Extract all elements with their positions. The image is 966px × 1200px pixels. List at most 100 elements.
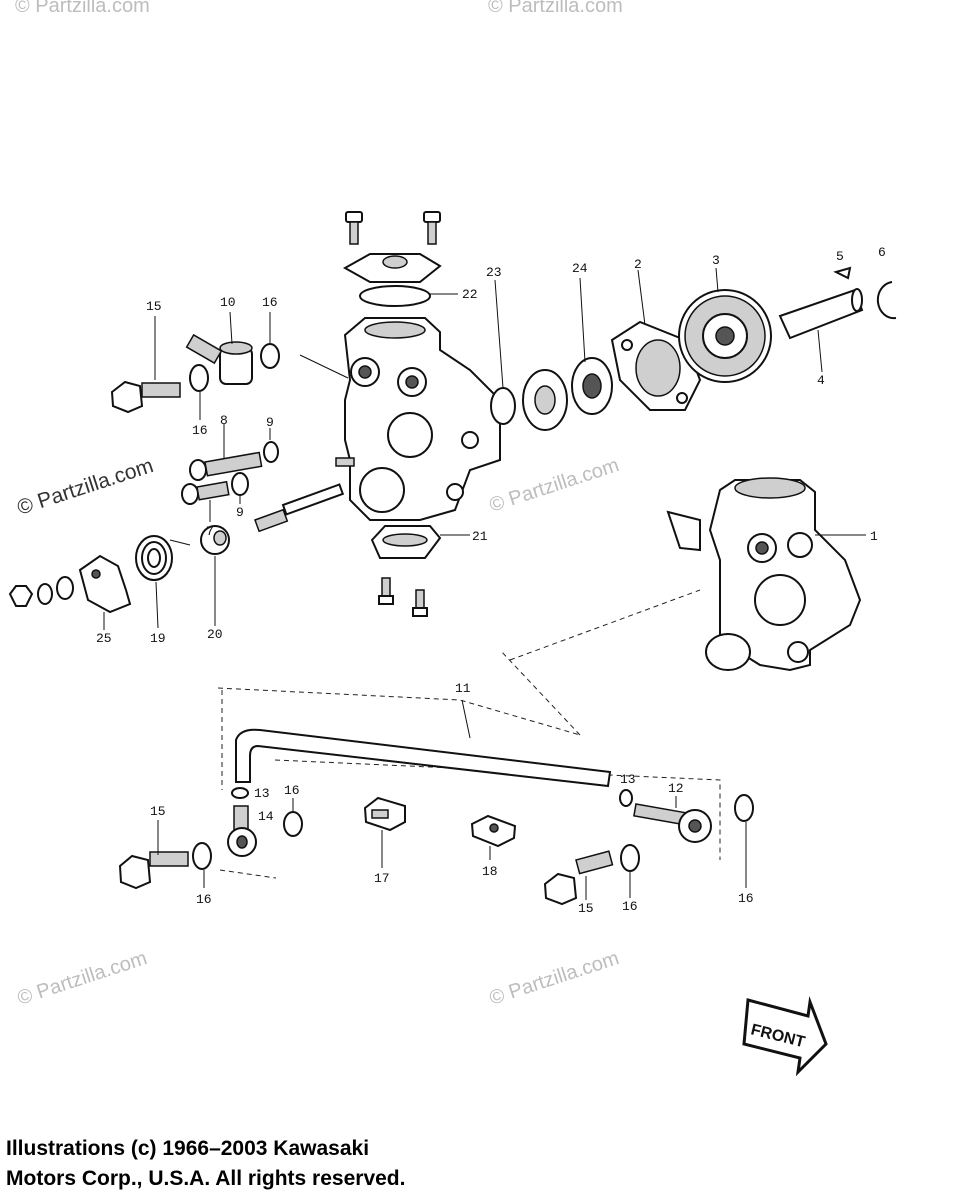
oil-pump-body [335, 317, 501, 521]
callout-3: 3 [712, 253, 720, 268]
callout-20: 20 [207, 627, 223, 642]
copyright-notice: Illustrations (c) 1966–2003 Kawasaki Mot… [6, 1134, 405, 1194]
gasket-plate [610, 320, 702, 411]
circlip [876, 281, 897, 320]
leader-4 [817, 329, 823, 373]
callout-8: 8 [220, 413, 228, 428]
o-ring-23 [490, 387, 516, 425]
callout-18: 18 [482, 864, 498, 879]
pump-lever [78, 554, 132, 614]
callout-12: 12 [668, 781, 684, 796]
banjo-bolt-lower-right [543, 850, 614, 906]
explode-line-4 [219, 869, 277, 879]
leader-19 [155, 581, 159, 629]
hose-fitting [227, 805, 257, 857]
leader-2 [637, 269, 646, 326]
callout-2: 2 [634, 257, 642, 272]
lever-washer-a [37, 583, 53, 605]
explode-line-5 [274, 759, 721, 860]
hose-clip-right [619, 789, 633, 807]
callout-1: 1 [870, 529, 878, 544]
copyright-line-2: Motors Corp., U.S.A. All rights reserved… [6, 1167, 406, 1190]
callout-23: 23 [486, 265, 502, 280]
screw-7 [181, 480, 230, 505]
watermark-bottom-center: © Partzilla.com [487, 947, 622, 1010]
lever-nut [8, 585, 34, 607]
pump-bottom-plate [370, 525, 442, 559]
watermark-left: © Partzilla.com [14, 454, 156, 520]
leader-3 [715, 267, 719, 293]
callout-4: 4 [817, 373, 825, 388]
callout-16-a: 16 [192, 423, 208, 438]
washer-16-b [260, 343, 280, 369]
pump-shaft [778, 288, 864, 340]
leader-24 [579, 277, 586, 363]
washer-16-e [620, 844, 640, 872]
banjo-bolt-lower-left [118, 851, 189, 890]
callout-11: 11 [455, 681, 471, 696]
lever-washer-b [56, 576, 74, 600]
callout-9-a: 9 [266, 415, 274, 430]
callout-25: 25 [96, 631, 112, 646]
callout-10: 10 [220, 295, 236, 310]
screw-bottom-right [412, 589, 428, 617]
callout-16-f: 16 [738, 891, 754, 906]
callout-17: 17 [374, 871, 390, 886]
hose-grommet-17 [363, 796, 406, 832]
callout-19: 19 [150, 631, 166, 646]
callout-16-e: 16 [622, 899, 638, 914]
callout-16-b: 16 [262, 295, 278, 310]
oil-pump-assembly [666, 477, 862, 672]
hose-clip-left [231, 787, 249, 799]
callout-7: 7 [206, 524, 214, 539]
o-ring-22 [359, 285, 431, 307]
hose-grommet-18 [470, 814, 517, 848]
shaft-key [833, 266, 852, 280]
callout-21: 21 [472, 529, 488, 544]
washer-16-a [189, 364, 209, 392]
screw-top-right [423, 211, 441, 245]
washer-16-d [192, 842, 212, 870]
callout-14: 14 [258, 809, 274, 824]
callout-5: 5 [836, 249, 844, 264]
spacer-20 [200, 525, 230, 555]
explode-line-1 [509, 589, 701, 661]
screw-8 [189, 451, 263, 481]
screw-top-left [345, 211, 363, 245]
front-arrow-icon: FRONT [742, 996, 828, 1077]
washer-16-c [283, 811, 303, 837]
copyright-line-1: Illustrations (c) 1966–2003 Kawasaki [6, 1137, 370, 1160]
pump-drive-gear [678, 289, 772, 383]
explode-line-hose [217, 687, 581, 736]
pump-bearing [522, 357, 613, 431]
callout-16-d: 16 [196, 892, 212, 907]
watermark-center: © Partzilla.com [487, 454, 622, 517]
return-spring [135, 535, 191, 581]
pump-plunger [254, 483, 345, 533]
pump-top-cover [342, 253, 442, 283]
oil-hose [235, 728, 612, 788]
callout-22: 22 [462, 287, 478, 302]
watermark-top-center: © Partzilla.com [488, 0, 623, 17]
callout-13-b: 13 [620, 772, 636, 787]
screw-bottom-left [378, 577, 394, 605]
leader-11 [461, 699, 471, 739]
leader-body [299, 354, 349, 379]
callout-15-a: 15 [146, 299, 162, 314]
callout-16-c: 16 [284, 783, 300, 798]
callout-13-a: 13 [254, 786, 270, 801]
banjo-fitting [185, 333, 253, 385]
banjo-bolt-top [110, 380, 181, 414]
callout-15-b: 15 [150, 804, 166, 819]
explode-line-2 [499, 649, 581, 736]
banjo-fitting-12 [633, 803, 712, 843]
washer-9-b [231, 472, 249, 496]
callout-24: 24 [572, 261, 588, 276]
leader-23 [494, 279, 504, 389]
callout-15-c: 15 [578, 901, 594, 916]
washer-16-f [734, 794, 754, 822]
callout-6: 6 [878, 245, 886, 260]
leader-10 [229, 311, 233, 345]
washer-9-a [263, 441, 279, 463]
